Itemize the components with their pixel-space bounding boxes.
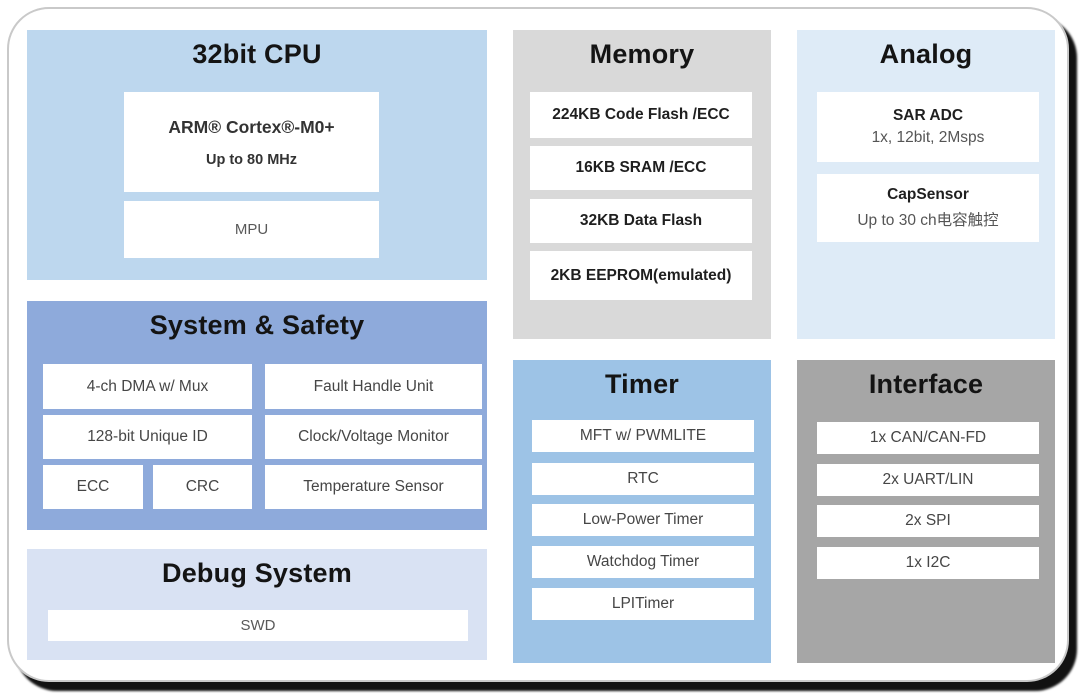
can-box: 1x CAN/CAN-FD — [817, 422, 1039, 454]
spi-label: 2x SPI — [905, 512, 951, 529]
watchdog-timer-label: Watchdog Timer — [586, 553, 700, 570]
eeprom-label: 2KB EEPROM(emulated) — [550, 266, 732, 284]
spi-box: 2x SPI — [817, 505, 1039, 537]
block-interface: Interface 1x CAN/CAN-FD 2x UART/LIN 2x S… — [797, 360, 1055, 663]
can-label: 1x CAN/CAN-FD — [869, 429, 987, 446]
sram-box: 16KB SRAM /ECC — [530, 146, 752, 190]
capsensor-box: CapSensor Up to 30 ch电容触控 — [817, 174, 1039, 242]
debug-system-title: Debug System — [162, 558, 352, 588]
crc-label: CRC — [185, 478, 220, 495]
system-safety-title: System & Safety — [149, 310, 365, 340]
low-power-timer-label: Low-Power Timer — [582, 511, 704, 528]
capsensor-label: CapSensor — [887, 186, 969, 203]
rtc-box: RTC — [532, 463, 754, 495]
unique-id-box: 128-bit Unique ID — [43, 415, 252, 459]
memory-title: Memory — [589, 39, 695, 69]
rtc-label: RTC — [627, 470, 659, 487]
arm-core-freq: Up to 80 MHz — [205, 151, 298, 168]
mpu-box: MPU — [124, 201, 379, 258]
temperature-sensor-box: Temperature Sensor — [265, 465, 482, 509]
lpitimer-box: LPITimer — [532, 588, 754, 620]
ecc-box: ECC — [43, 465, 143, 509]
mft-label: MFT w/ PWMLITE — [579, 427, 707, 444]
cpu-title: 32bit CPU — [192, 39, 322, 69]
dma-box: 4-ch DMA w/ Mux — [43, 364, 252, 409]
code-flash-label: 224KB Code Flash /ECC — [552, 106, 730, 123]
lpitimer-label: LPITimer — [611, 595, 675, 612]
dma-label: 4-ch DMA w/ Mux — [86, 377, 209, 395]
ecc-label: ECC — [76, 478, 110, 495]
block-analog: Analog SAR ADC 1x, 12bit, 2Msps CapSenso… — [797, 30, 1055, 339]
code-flash-box: 224KB Code Flash /ECC — [530, 92, 752, 138]
data-flash-label: 32KB Data Flash — [579, 212, 703, 229]
unique-id-label: 128-bit Unique ID — [87, 428, 208, 445]
analog-title: Analog — [879, 39, 973, 69]
swd-box: SWD — [48, 610, 468, 641]
block-debug-system: Debug System SWD — [27, 549, 487, 660]
arm-core-box: ARM® Cortex®-M0+ Up to 80 MHz — [124, 92, 379, 192]
uart-lin-box: 2x UART/LIN — [817, 464, 1039, 496]
mpu-label: MPU — [234, 221, 269, 238]
diagram-card: 32bit CPU ARM® Cortex®-M0+ Up to 80 MHz … — [7, 7, 1069, 682]
sram-label: 16KB SRAM /ECC — [575, 159, 707, 176]
sar-adc-spec: 1x, 12bit, 2Msps — [871, 129, 985, 146]
fault-handle-label: Fault Handle Unit — [313, 377, 434, 395]
timer-title: Timer — [604, 369, 680, 399]
crc-box: CRC — [153, 465, 252, 509]
watchdog-timer-box: Watchdog Timer — [532, 546, 754, 578]
capsensor-spec: Up to 30 ch电容触控 — [857, 212, 999, 229]
fault-handle-box: Fault Handle Unit — [265, 364, 482, 409]
block-system-safety: System & Safety 4-ch DMA w/ Mux Fault Ha… — [27, 301, 487, 530]
swd-label: SWD — [240, 617, 276, 634]
clock-voltage-monitor-box: Clock/Voltage Monitor — [265, 415, 482, 459]
temperature-sensor-label: Temperature Sensor — [303, 478, 444, 495]
clock-voltage-monitor-label: Clock/Voltage Monitor — [298, 428, 449, 445]
uart-lin-label: 2x UART/LIN — [882, 471, 974, 488]
eeprom-box: 2KB EEPROM(emulated) — [530, 251, 752, 300]
low-power-timer-box: Low-Power Timer — [532, 504, 754, 536]
mft-box: MFT w/ PWMLITE — [532, 420, 754, 452]
interface-title: Interface — [868, 369, 984, 399]
block-memory: Memory 224KB Code Flash /ECC 16KB SRAM /… — [513, 30, 771, 339]
i2c-box: 1x I2C — [817, 547, 1039, 579]
sar-adc-label: SAR ADC — [892, 107, 964, 124]
data-flash-box: 32KB Data Flash — [530, 199, 752, 243]
i2c-label: 1x I2C — [905, 554, 951, 571]
block-cpu: 32bit CPU ARM® Cortex®-M0+ Up to 80 MHz … — [27, 30, 487, 280]
sar-adc-box: SAR ADC 1x, 12bit, 2Msps — [817, 92, 1039, 162]
arm-core-name: ARM® Cortex®-M0+ — [168, 116, 335, 137]
block-timer: Timer MFT w/ PWMLITE RTC Low-Power Timer… — [513, 360, 771, 663]
